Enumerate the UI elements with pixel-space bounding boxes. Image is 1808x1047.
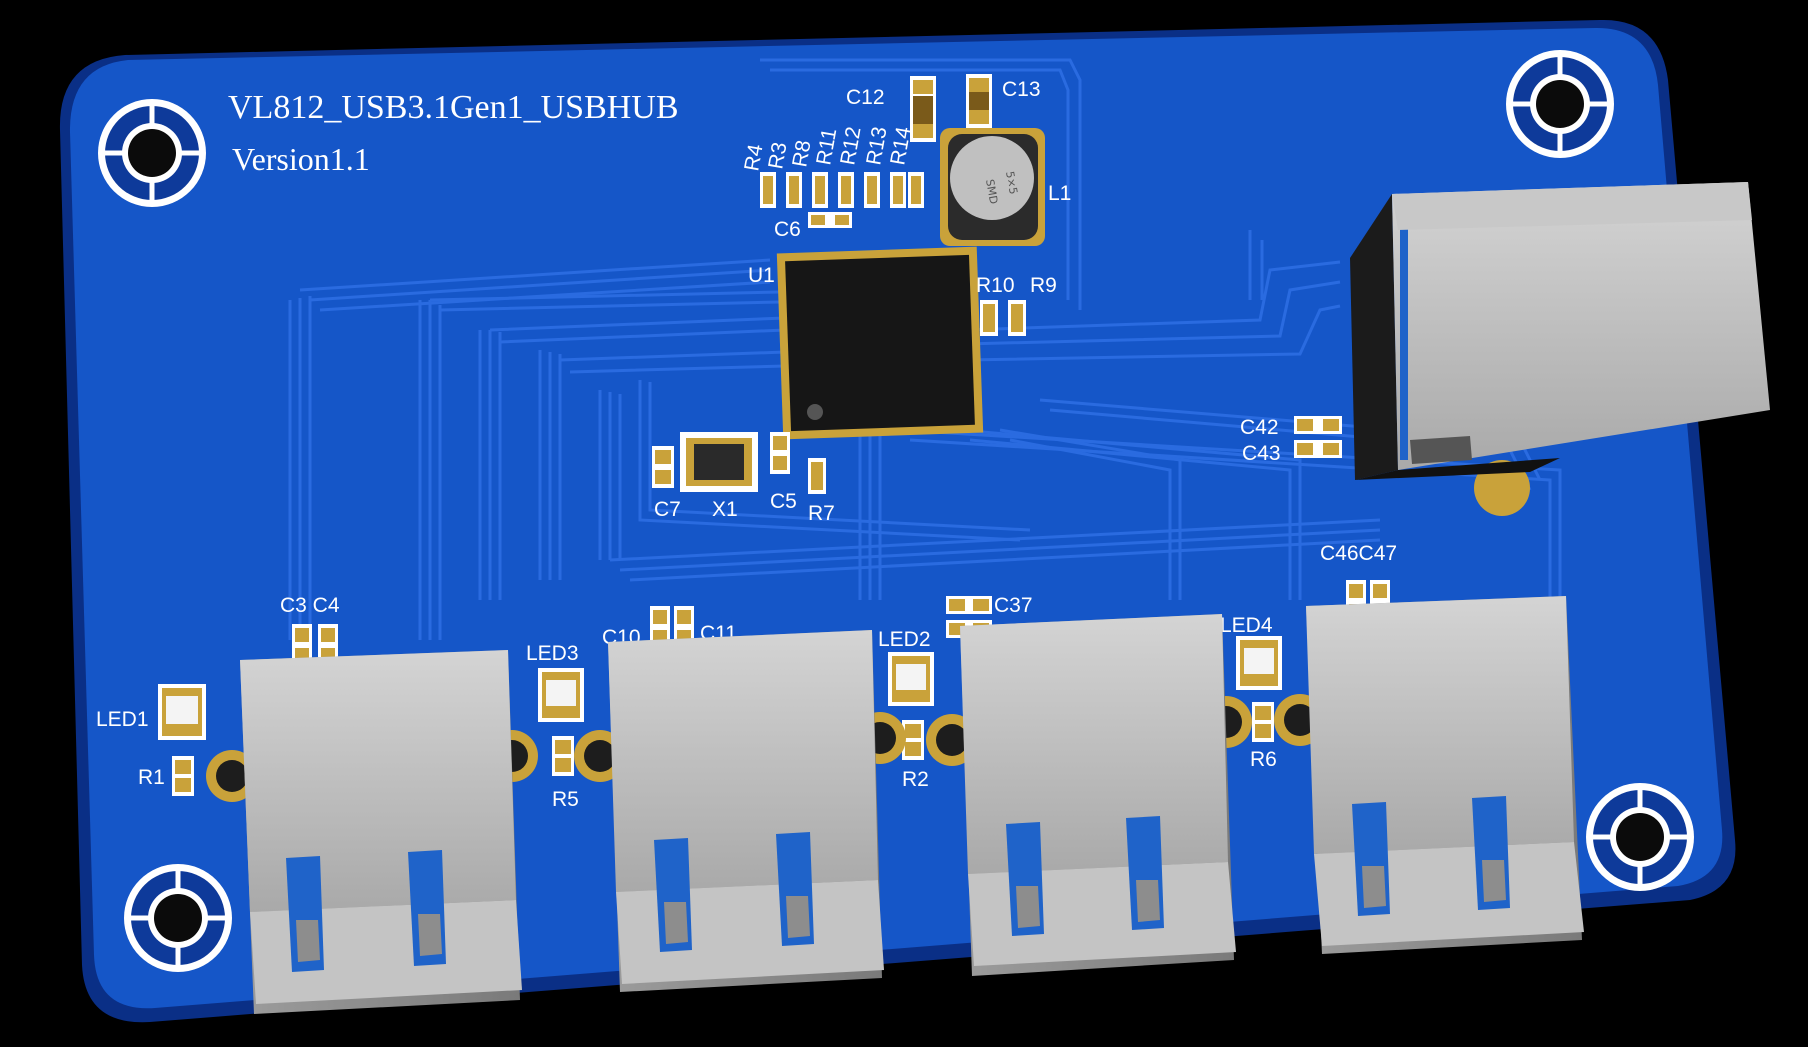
led-1 [158, 684, 206, 740]
inductor-marking-2: 5×5 [1003, 170, 1020, 195]
resistor-r7 [808, 458, 826, 494]
label-r10: R10 [976, 274, 1015, 297]
label-c43: C43 [1242, 442, 1281, 465]
label-c42: C42 [1240, 416, 1279, 439]
mounting-hole-bottom-right [1586, 783, 1694, 891]
resistor-r1 [172, 756, 194, 796]
board-version: Version1.1 [232, 141, 370, 177]
label-c13: C13 [1002, 78, 1041, 101]
usb-a-port-1 [206, 650, 538, 1014]
label-r6: R6 [1250, 748, 1277, 771]
label-r3: R3 [764, 140, 791, 170]
label-u1: U1 [748, 264, 775, 287]
label-r1: R1 [138, 766, 165, 789]
inductor-marking-1: SMD [983, 178, 1000, 205]
resistor-array [760, 172, 924, 208]
label-r2: R2 [902, 768, 929, 791]
resistor-r5 [552, 736, 574, 776]
label-led4: LED4 [1220, 614, 1273, 637]
label-c7: C7 [654, 498, 681, 521]
label-r7: R7 [808, 502, 835, 525]
mounting-hole-top-left [98, 99, 206, 207]
usb-a-port-3 [926, 614, 1252, 976]
label-led1: LED1 [96, 708, 149, 731]
capacitor-c6 [808, 212, 852, 228]
label-r4: R4 [740, 142, 767, 173]
resistors-r10-r9 [980, 300, 1026, 336]
label-led3: LED3 [526, 642, 579, 665]
label-x1: X1 [712, 498, 738, 521]
label-c46c47: C46C47 [1320, 542, 1397, 565]
label-c12: C12 [846, 86, 885, 109]
resistor-r6 [1252, 702, 1274, 742]
label-led2: LED2 [878, 628, 931, 651]
mounting-hole-top-right [1506, 50, 1614, 158]
led-3 [538, 668, 584, 722]
label-c5: C5 [770, 490, 797, 513]
crystal-x1 [680, 432, 758, 492]
capacitor-c13 [966, 74, 992, 128]
label-c3c4: C3 C4 [280, 594, 340, 617]
capacitors-c42-c43 [1294, 416, 1342, 458]
inductor-l1: SMD 5×5 [940, 128, 1045, 246]
resistor-r2 [902, 720, 924, 760]
led-2 [888, 652, 934, 706]
capacitor-c7 [652, 446, 674, 488]
mounting-hole-bottom-left [124, 864, 232, 972]
label-r5: R5 [552, 788, 579, 811]
label-c37: C37 [994, 594, 1033, 617]
chip-u1 [776, 246, 984, 440]
label-r8: R8 [788, 138, 815, 168]
usb-b-upstream-connector [1350, 182, 1770, 516]
led-4 [1236, 636, 1282, 690]
label-c6: C6 [774, 218, 801, 241]
label-l1: L1 [1048, 182, 1071, 205]
pcb-traces [288, 58, 1562, 640]
board-title: VL812_USB3.1Gen1_USBHUB [228, 89, 679, 126]
capacitor-c5 [770, 432, 790, 474]
label-r9: R9 [1030, 274, 1057, 297]
usb-a-port-4 [1274, 596, 1584, 954]
capacitor-c12 [910, 76, 936, 142]
usb-a-port-2 [574, 630, 906, 992]
